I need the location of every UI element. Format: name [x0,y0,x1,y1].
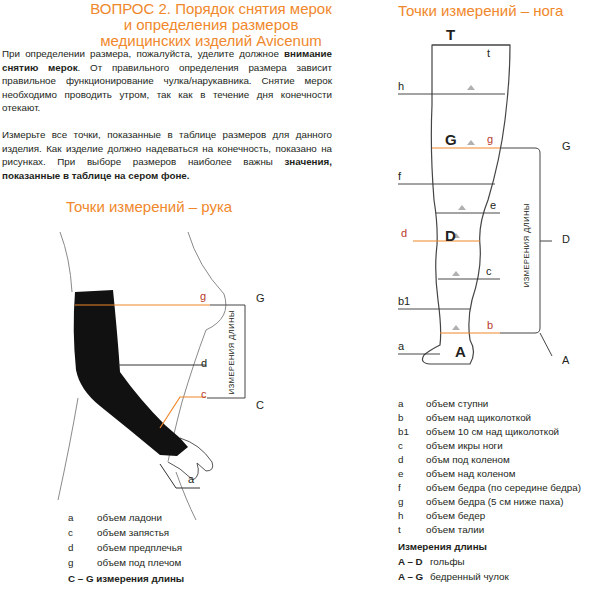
legend-text: объем под плечом [97,557,181,568]
legend-text: C – G измерения длины [68,573,184,584]
legend-text: объем талии [426,524,484,535]
leg-outline [422,45,510,364]
section-heading: Точки измерений – нога [398,2,563,19]
leg-leader-lines [398,94,505,354]
callout-letter: G [445,131,457,148]
legend-text: объем бедра (5 см ниже паха) [426,496,563,507]
f-line [398,184,495,185]
back-contour [60,232,72,292]
legend-text: h [398,510,403,521]
paragraph-text: При определении размера, пожалуйста, уде… [2,48,279,59]
callout-letter: D [445,227,456,244]
page-title: ВОПРОС 2. Порядок снятия мерок и определ… [86,1,336,49]
b1-line [398,309,470,310]
length-caption: ИЗМЕРЕНИЯ ДЛИНЫ [228,310,237,394]
callout-letter: b [487,319,493,332]
hip-contour [176,472,196,520]
length-bracket [500,148,540,333]
a-line [398,354,440,355]
callout-letter: c [486,265,492,278]
callout-letter: D [562,233,570,246]
callout-letter: G [256,292,265,305]
legend-text: объем запястья [97,527,169,538]
body-paragraph: Измерьте все точки, показанные в таблице… [2,128,332,182]
legend-text: A – G [398,571,423,582]
waist-line [432,44,510,45]
c-line [160,397,206,428]
length-bracket [207,305,245,398]
bracket-tick [540,241,552,242]
callout-letter: d [201,357,207,370]
callout-letter: b1 [398,295,410,308]
h-line [398,94,505,95]
callout-letter: a [398,340,404,353]
marker [467,140,475,145]
callout-letter: C [256,399,264,412]
body-silhouette [58,232,226,520]
g-line [432,147,500,148]
legend-text: объем над щиколоткой [426,412,531,423]
legend-text: гольфы [430,556,465,567]
legend-text: b [398,412,403,423]
legend-text: объем ступни [426,398,488,409]
legend-text: f [398,482,401,493]
legend-text: объем бедра (по середине бедра) [426,482,581,493]
legend-text: Измерения длины [398,541,487,552]
point-markers [452,85,475,330]
marker [467,85,475,90]
legend-text: b1 [398,426,409,437]
callout-letter: t [487,47,490,60]
section-heading: Точки измерений – рука [66,198,232,215]
callout-letter: f [398,170,401,183]
legend-text: g [398,496,403,507]
bracket-tail [540,333,552,356]
a-line [160,464,200,488]
legend-text: объем ладони [97,512,162,523]
paragraph-text: Измерьте все точки, показанные в таблице… [2,129,332,167]
marker [458,205,466,210]
length-caption: ИЗМЕРЕНИЯ ДЛИНЫ [523,203,532,287]
orange-lines [413,148,500,333]
front-contour [168,232,226,462]
legend-text: объем предплечья [97,542,182,553]
legend-text: объем икры ноги [426,440,503,451]
legend-text: g [68,557,73,568]
callout-letter: d [401,227,407,240]
callout-letter: h [398,80,404,93]
legend-text: t [398,524,401,535]
d-line [118,365,206,366]
e-line [436,213,500,214]
legend-text: a [68,512,73,523]
g-line [75,304,210,305]
callout-letter: c [201,388,207,401]
legend-text: a [398,398,403,409]
callout-letter: g [487,133,493,146]
compression-sleeve [74,290,188,456]
b-line [440,332,500,333]
legend-text: объем бедер [426,510,485,521]
legend-text: объм под коленом [426,454,510,465]
legend-text: c [398,440,403,451]
callout-letter: e [490,199,496,212]
callout-letter: a [188,473,194,486]
marker [452,325,460,330]
legend-text: c [68,527,73,538]
back-lower-contour [58,398,78,500]
legend-text: e [398,468,403,479]
legend-text: A – D [398,556,423,567]
legend-text: объем 10 см над щиколоткой [426,426,559,437]
c-line [438,279,500,280]
callout-letter: G [562,140,571,153]
legend-text: объем над коленом [426,468,515,479]
marker [452,271,460,276]
callout-letter: A [562,354,569,367]
body-paragraph: При определении размера, пожалуйста, уде… [2,47,332,115]
callout-letter: A [455,343,466,360]
callout-letter: g [200,290,206,303]
legend-text: d [68,542,73,553]
callout-letter: T [446,26,455,43]
legend-text: бедренный чулок [430,571,509,582]
legend-text: d [398,454,403,465]
